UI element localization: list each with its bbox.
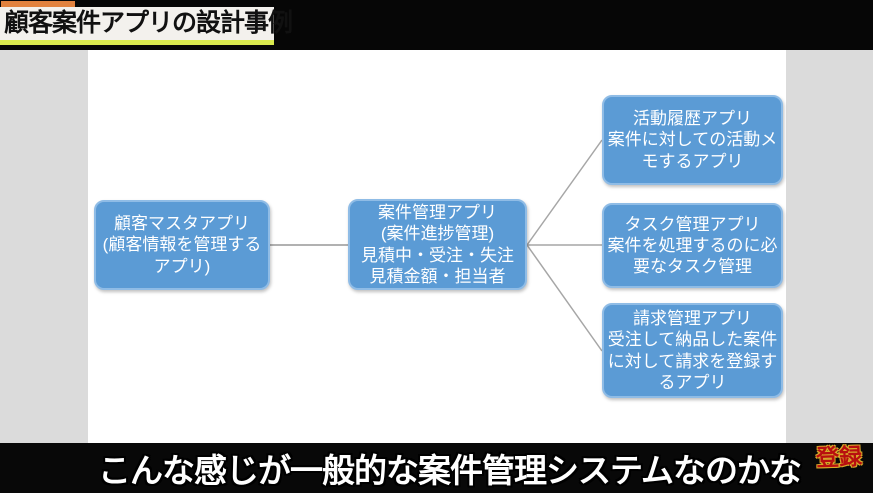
node-task-management-app: タスク管理アプリ 案件を処理するのに必 要なタスク管理 <box>602 203 783 288</box>
slide-area: 顧客マスタアプリ (顧客情報を管理する アプリ) 案件管理アプリ (案件進捗管理… <box>0 50 873 443</box>
slide-left-margin <box>0 50 88 443</box>
title-accent-orange <box>1 1 75 7</box>
title-badge-body: 顧客案件アプリの設計事例 <box>0 7 293 40</box>
top-title-bar: 顧客案件アプリの設計事例 <box>0 0 873 50</box>
subscribe-stamp: 登録 <box>815 443 863 471</box>
title-badge: 顧客案件アプリの設計事例 <box>0 0 293 46</box>
connector-case-billing <box>526 244 603 352</box>
subtitle-bar: こんな感じが一般的な案件管理システムなのかな 登録 <box>0 443 873 493</box>
node-activity-history-app: 活動履歴アプリ 案件に対しての活動メ モするアプリ <box>602 95 783 185</box>
connector-case-activity <box>526 139 603 246</box>
subtitle-text: こんな感じが一般的な案件管理システムなのかな <box>98 452 802 489</box>
title-accent-green <box>0 40 274 45</box>
page-title: 顧客案件アプリの設計事例 <box>4 9 293 37</box>
connector-lines <box>270 139 603 352</box>
node-customer-master-app: 顧客マスタアプリ (顧客情報を管理する アプリ) <box>94 200 270 290</box>
node-billing-management-app: 請求管理アプリ 受注して納品した案件 に対して請求を登録す るアプリ <box>602 303 783 398</box>
slide-right-margin <box>786 50 873 443</box>
node-case-management-app: 案件管理アプリ (案件進捗管理) 見積中・受注・失注 見積金額・担当者 <box>348 199 527 290</box>
